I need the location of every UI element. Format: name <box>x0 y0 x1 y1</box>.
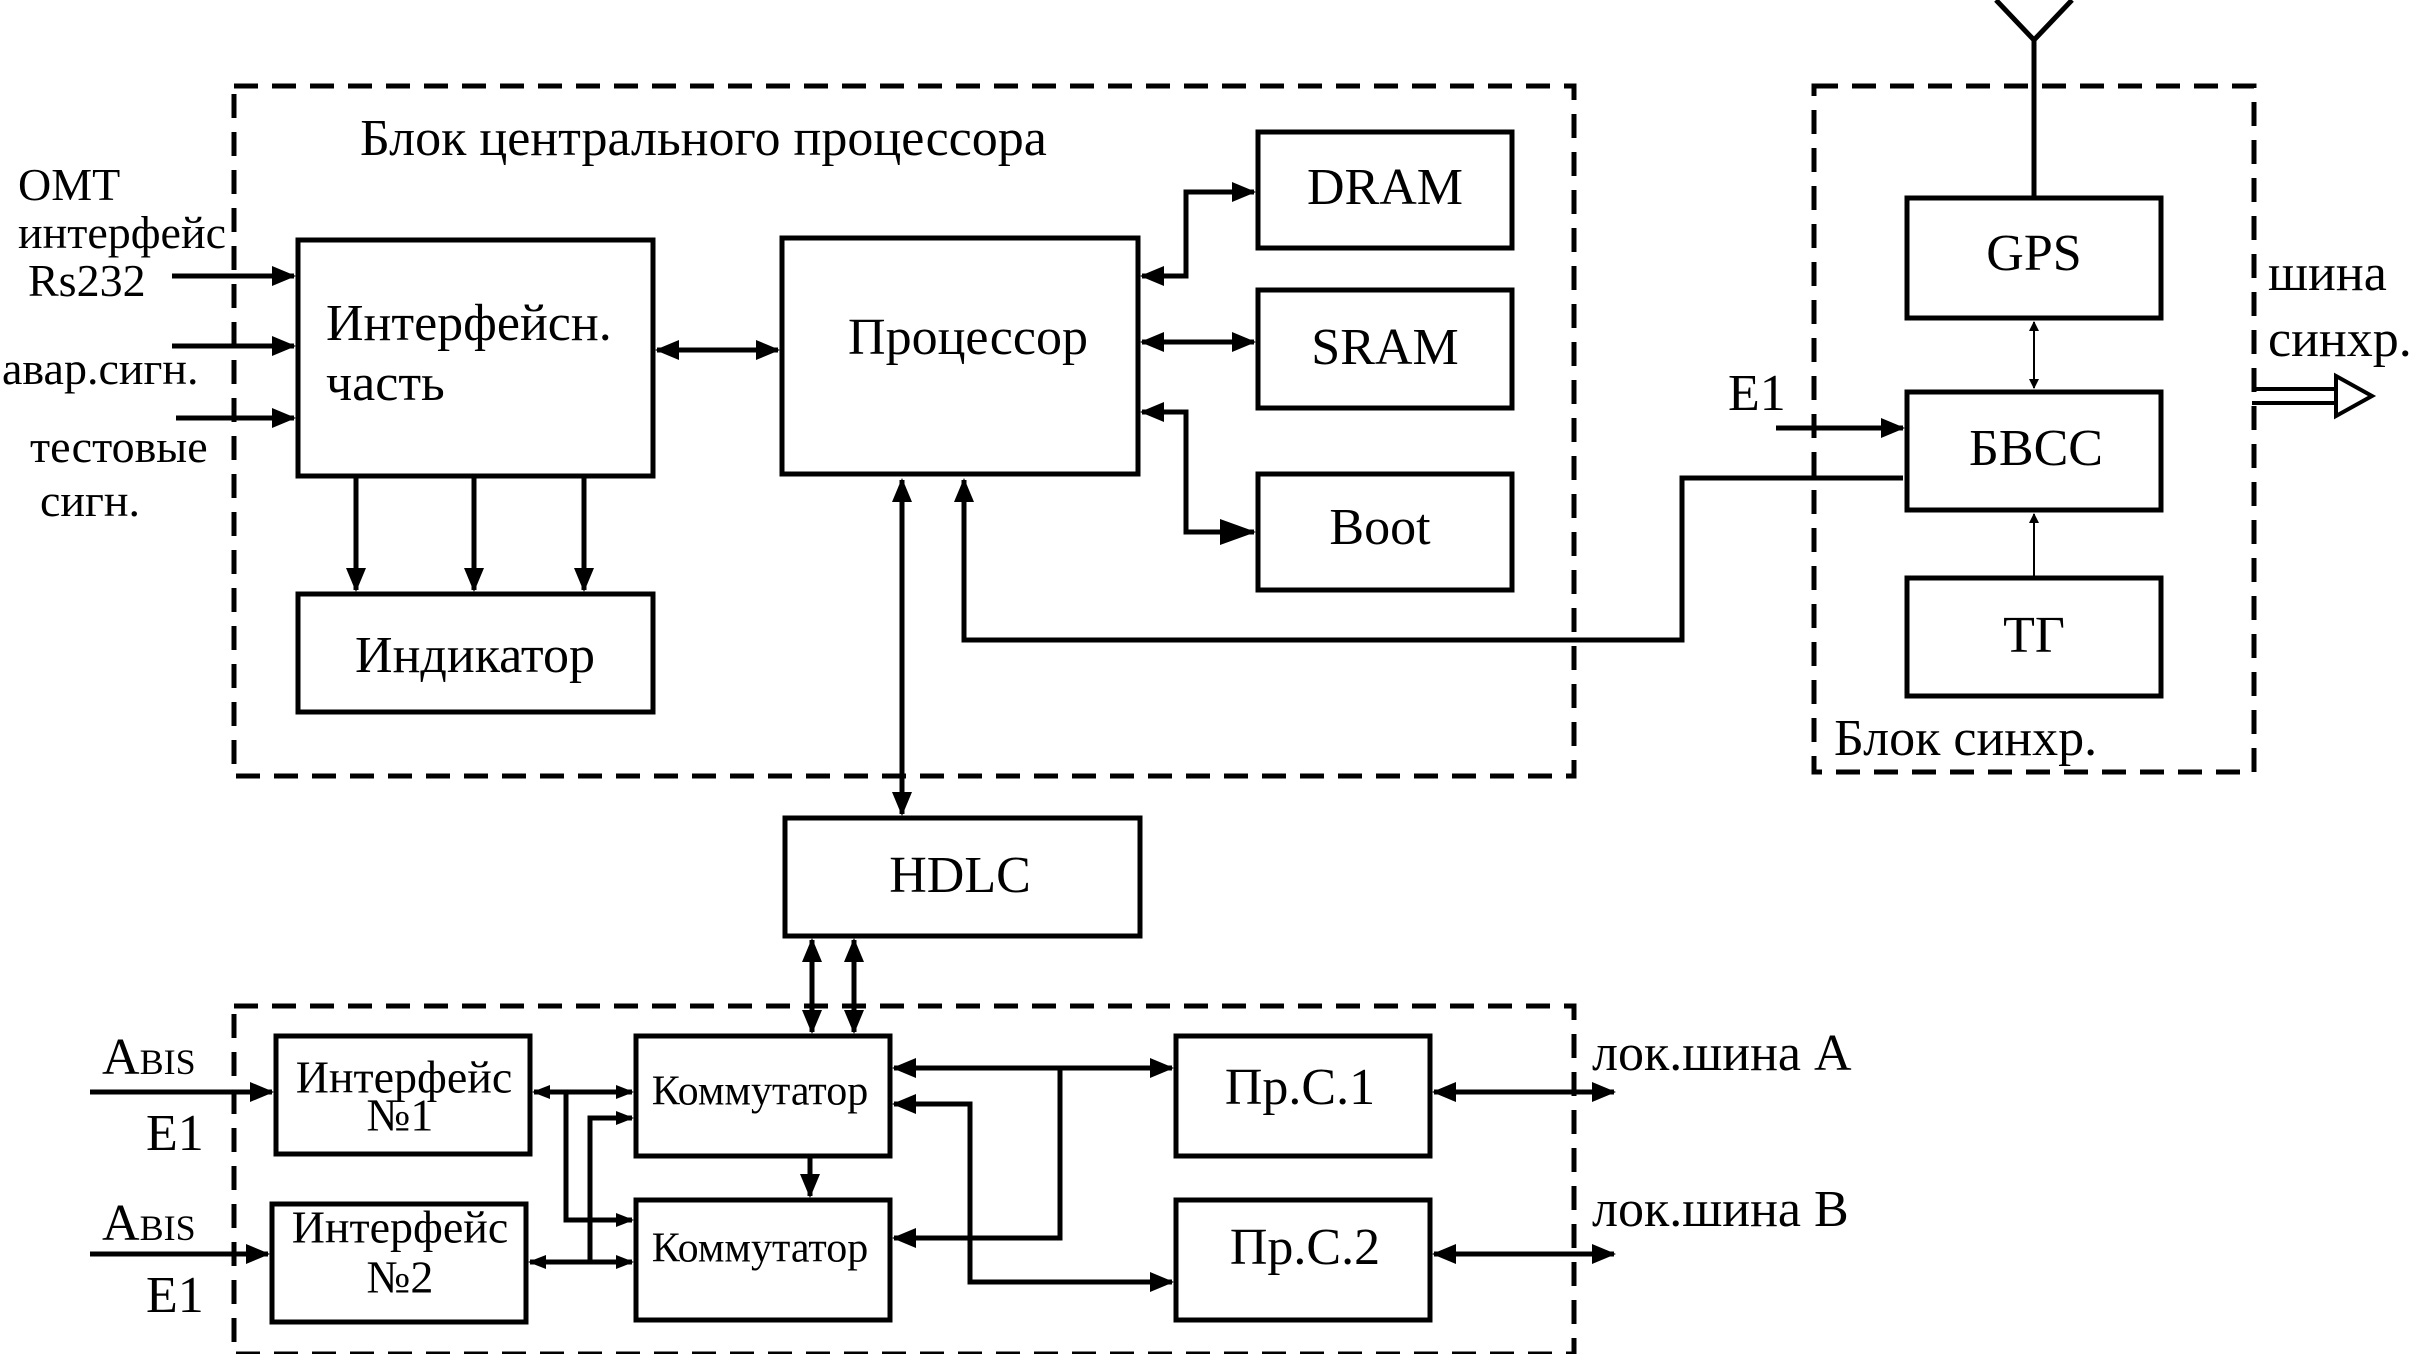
interface-part-label-1: Интерфейсн. <box>326 295 612 352</box>
abis-2-label: ABIS <box>102 1195 196 1252</box>
switch-1-box: Коммутатор <box>633 1033 893 1159</box>
switch2-prs1-link <box>892 1068 1063 1248</box>
interface-part-box: Интерфейсн. часть <box>295 237 656 479</box>
sram-label: SRAM <box>1311 319 1458 376</box>
prs-1-box: Пр.С.1 <box>1173 1033 1433 1159</box>
sync-bus-label-2: синхр. <box>2268 311 2412 368</box>
iface2-switch1-link <box>587 1111 634 1262</box>
abis-2-a: A <box>102 1195 140 1252</box>
bus-b-label: лок.шина В <box>1592 1181 1849 1238</box>
e1-sync-label: E1 <box>1728 365 1786 422</box>
iface1-switch2-link <box>563 1092 634 1227</box>
prs-2-box: Пр.С.2 <box>1173 1197 1433 1323</box>
hdlc-label: HDLC <box>889 847 1031 904</box>
test-label-2: сигн. <box>40 475 140 526</box>
abis-1-label: ABIS <box>102 1029 196 1086</box>
indicator-label: Индикатор <box>355 627 595 684</box>
abis-2-e1-label: E1 <box>146 1267 204 1324</box>
transport-group-border <box>231 1003 1577 1354</box>
indicator-box: Индикатор <box>295 591 656 715</box>
bvss-label: БВСС <box>1969 420 2103 477</box>
sync-group-title: Блок синхр. <box>1834 710 2097 767</box>
test-label-1: тестовые <box>30 421 208 472</box>
sync-bus-label-1: шина <box>2268 245 2387 302</box>
sync-processor-link <box>954 475 1903 643</box>
interface-1-label-2: №1 <box>367 1090 434 1141</box>
processor-boot-link <box>1140 402 1256 545</box>
prs-1-label: Пр.С.1 <box>1225 1059 1375 1116</box>
sram-box: SRAM <box>1255 287 1515 411</box>
abis-1-a: A <box>102 1029 140 1086</box>
switch-1-label: Коммутатор <box>652 1069 869 1115</box>
dram-box: DRAM <box>1255 129 1515 251</box>
dram-label: DRAM <box>1307 159 1463 216</box>
switch-2-label: Коммутатор <box>652 1226 869 1272</box>
cpu-group-title: Блок центрального процессора <box>360 110 1047 167</box>
gps-label: GPS <box>1986 225 2081 282</box>
omt-label-3: Rs232 <box>28 255 146 306</box>
boot-label: Boot <box>1329 499 1431 556</box>
switch1-prs2-link <box>892 1094 1174 1292</box>
bus-a-label: лок.шина А <box>1592 1025 1852 1082</box>
gps-box: GPS <box>1904 195 2164 321</box>
prs-2-label: Пр.С.2 <box>1230 1219 1380 1276</box>
interface-2-label-2: №2 <box>367 1252 434 1303</box>
antenna-icon <box>1994 0 2074 44</box>
switch-2-box: Коммутатор <box>633 1197 893 1323</box>
tg-label: ТГ <box>2003 607 2065 664</box>
interface-part-label-2: часть <box>326 355 445 412</box>
processor-box: Процессор <box>779 235 1141 477</box>
processor-dram-link <box>1140 182 1256 286</box>
omt-label-1: ОМТ <box>18 159 120 210</box>
processor-label: Процессор <box>848 309 1088 366</box>
interface-1-box: Интерфейс №1 <box>273 1033 533 1157</box>
interface-1-label-1: Интерфейс <box>296 1052 513 1103</box>
sync-bus-output-arrow <box>2252 372 2377 420</box>
tg-box: ТГ <box>1904 575 2164 699</box>
interface-2-label-1: Интерфейс <box>292 1202 509 1253</box>
hdlc-box: HDLC <box>782 815 1143 939</box>
abis-1-bis: BIS <box>140 1042 196 1082</box>
abis-2-bis: BIS <box>140 1208 196 1248</box>
boot-box: Boot <box>1255 471 1515 593</box>
alarm-label: авар.сигн. <box>2 343 198 394</box>
omt-label-2: интерфейс <box>18 207 226 258</box>
abis-1-e1-label: E1 <box>146 1105 204 1162</box>
bvss-box: БВСС <box>1904 389 2164 513</box>
interface-2-box: Интерфейс №2 <box>269 1201 529 1325</box>
